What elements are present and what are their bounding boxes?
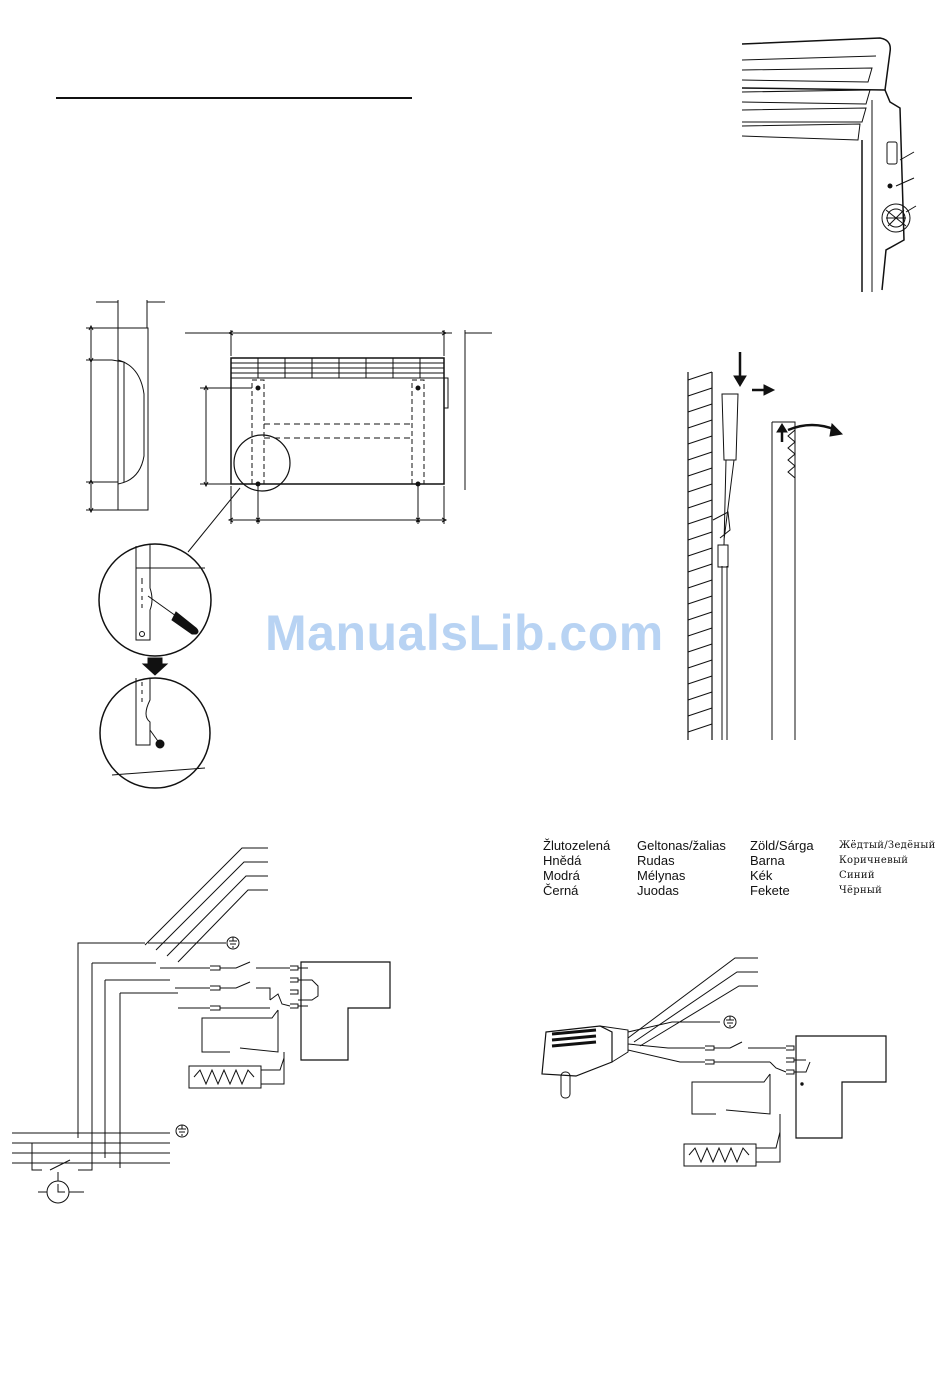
legend-row-black: Černá Juodas Fekete Чёрный xyxy=(543,883,936,898)
legend-cell: Geltonas/žalias xyxy=(637,838,750,853)
legend-cell: Černá xyxy=(543,883,637,898)
legend-cell: Žlutozelená xyxy=(543,838,637,853)
legend-cell: Kék xyxy=(750,868,839,883)
heating-element-icon xyxy=(684,1144,756,1166)
legend-cell: Mélynas xyxy=(637,868,750,883)
legend-row-blue: Modrá Mélynas Kék Синий xyxy=(543,868,936,883)
wire-color-legend: Žlutozelená Geltonas/žalias Zöld/Sárga Ж… xyxy=(543,838,936,898)
legend-cell: Zöld/Sárga xyxy=(750,838,839,853)
ground-symbol-icon xyxy=(724,1016,736,1028)
detail-circle-upper xyxy=(99,544,211,656)
wall-removal-drawing xyxy=(688,352,842,740)
screwdriver-icon xyxy=(148,596,198,634)
ground-symbol-icon xyxy=(176,1125,188,1137)
legend-cell: Синий xyxy=(839,868,875,883)
legend-cell: Hnědá xyxy=(543,853,637,868)
legend-cell: Fekete xyxy=(750,883,839,898)
legend-cell: Barna xyxy=(750,853,839,868)
wiring-diagram-right xyxy=(542,958,886,1166)
heater-perspective-drawing xyxy=(742,38,916,292)
legend-cell: Modrá xyxy=(543,868,637,883)
legend-cell: Juodas xyxy=(637,883,750,898)
front-view-drawing xyxy=(185,330,492,552)
legend-row-yellow-green: Žlutozelená Geltonas/žalias Zöld/Sárga Ж… xyxy=(543,838,936,853)
wiring-diagram-left xyxy=(12,848,390,1203)
legend-cell: Жёдтый/Зедёный xyxy=(839,838,936,853)
legend-row-brown: Hnědá Rudas Barna Коричневый xyxy=(543,853,936,868)
side-view-drawing xyxy=(86,300,165,512)
watermark-text: ManualsLib.com xyxy=(265,604,664,662)
legend-cell: Коричневый xyxy=(839,853,908,868)
down-arrow-icon xyxy=(143,658,167,675)
schuko-plug-icon xyxy=(542,1026,628,1098)
legend-cell: Rudas xyxy=(637,853,750,868)
detail-circle-lower xyxy=(100,678,210,788)
heating-element-icon xyxy=(189,1066,261,1088)
legend-cell: Чёрный xyxy=(839,883,882,898)
ground-symbol-icon xyxy=(227,937,239,949)
